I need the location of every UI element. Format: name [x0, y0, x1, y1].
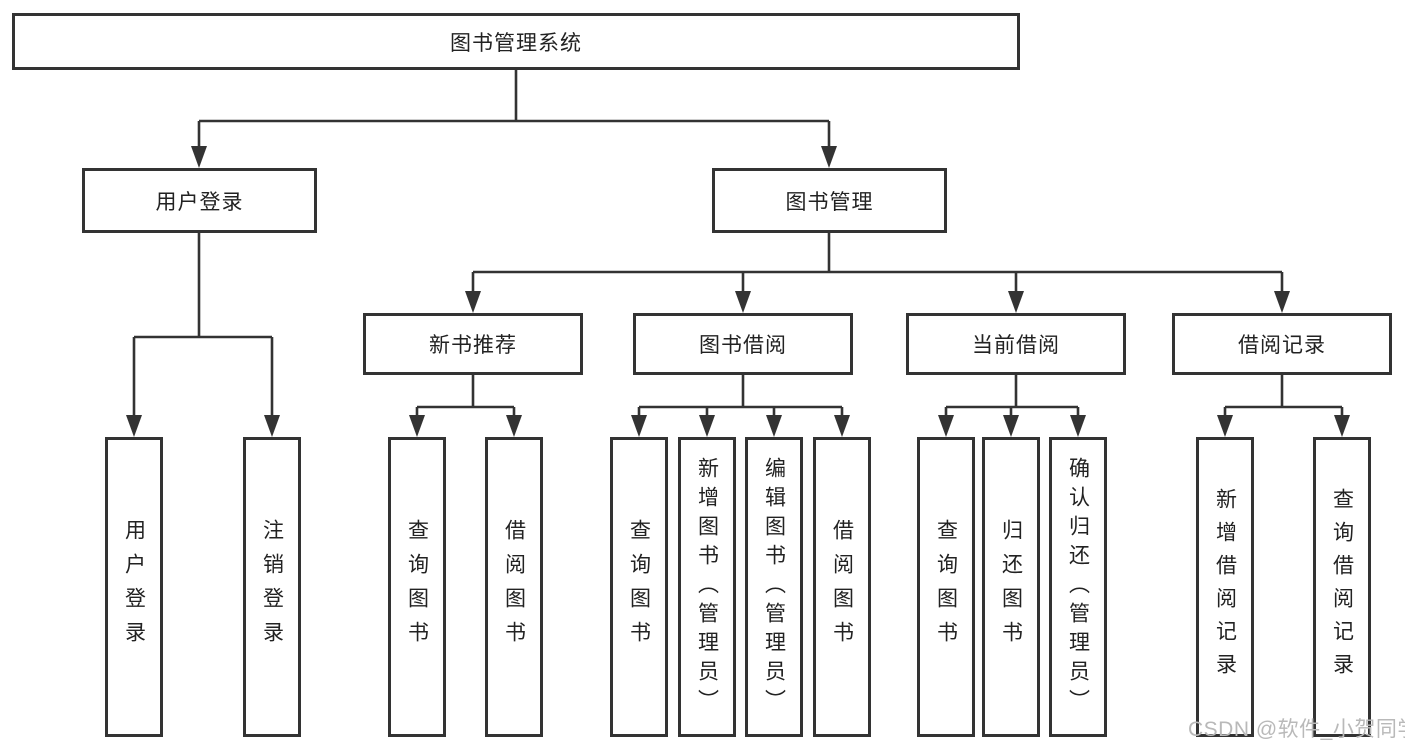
leaf-records-query-borrow-record: 查询借阅记录: [1313, 437, 1371, 737]
leaf-user-login-label: 用户登录: [122, 519, 146, 655]
leaf-recommend-query-books: 查询图书: [388, 437, 446, 737]
leaf-recommend-borrow-books: 借阅图书: [485, 437, 543, 737]
leaf-records-add-borrow-record: 新增借阅记录: [1196, 437, 1254, 737]
leaf-borrowing-query-books-label: 查询图书: [627, 519, 651, 655]
connector-new-book-recommend-children: [409, 375, 522, 437]
node-book-borrowing: 图书借阅: [633, 313, 853, 375]
leaf-current-return-books: 归还图书: [982, 437, 1040, 737]
leaf-borrowing-query-books: 查询图书: [610, 437, 668, 737]
leaf-current-confirm-return-admin-label: 确认归还（管理员）: [1066, 456, 1090, 718]
node-book-management: 图书管理: [712, 168, 947, 233]
leaf-current-confirm-return-admin: 确认归还（管理员）: [1049, 437, 1107, 737]
leaf-borrowing-add-books-admin: 新增图书（管理员）: [678, 437, 736, 737]
leaf-recommend-borrow-books-label: 借阅图书: [502, 519, 526, 655]
leaf-records-add-borrow-record-label: 新增借阅记录: [1213, 488, 1237, 686]
node-current-borrowing: 当前借阅: [906, 313, 1126, 375]
node-user-login: 用户登录: [82, 168, 317, 233]
leaf-records-query-borrow-record-label: 查询借阅记录: [1330, 488, 1354, 686]
connector-book-management-children: [465, 233, 1290, 313]
connector-current-borrowing-children: [938, 375, 1086, 437]
node-library-management-system: 图书管理系统: [12, 13, 1020, 70]
leaf-logout: 注销登录: [243, 437, 301, 737]
leaf-current-query-books-label: 查询图书: [934, 519, 958, 655]
connector-borrowing-records-children: [1217, 375, 1350, 437]
connector-book-borrowing-children: [631, 375, 850, 437]
leaf-borrowing-add-books-admin-label: 新增图书（管理员）: [695, 456, 719, 718]
leaf-borrowing-borrow-books: 借阅图书: [813, 437, 871, 737]
leaf-logout-label: 注销登录: [260, 519, 284, 655]
leaf-borrowing-edit-books-admin: 编辑图书（管理员）: [745, 437, 803, 737]
node-borrowing-records: 借阅记录: [1172, 313, 1392, 375]
node-new-book-recommend: 新书推荐: [363, 313, 583, 375]
leaf-borrowing-borrow-books-label: 借阅图书: [830, 519, 854, 655]
leaf-current-query-books: 查询图书: [917, 437, 975, 737]
csdn-watermark: CSDN @软件_小贺同学: [1188, 718, 1405, 741]
connector-user-login-children: [126, 233, 280, 437]
leaf-borrowing-edit-books-admin-label: 编辑图书（管理员）: [762, 456, 786, 718]
leaf-current-return-books-label: 归还图书: [999, 519, 1023, 655]
leaf-user-login: 用户登录: [105, 437, 163, 737]
connector-root-to-level2: [191, 70, 837, 168]
leaf-recommend-query-books-label: 查询图书: [405, 519, 429, 655]
